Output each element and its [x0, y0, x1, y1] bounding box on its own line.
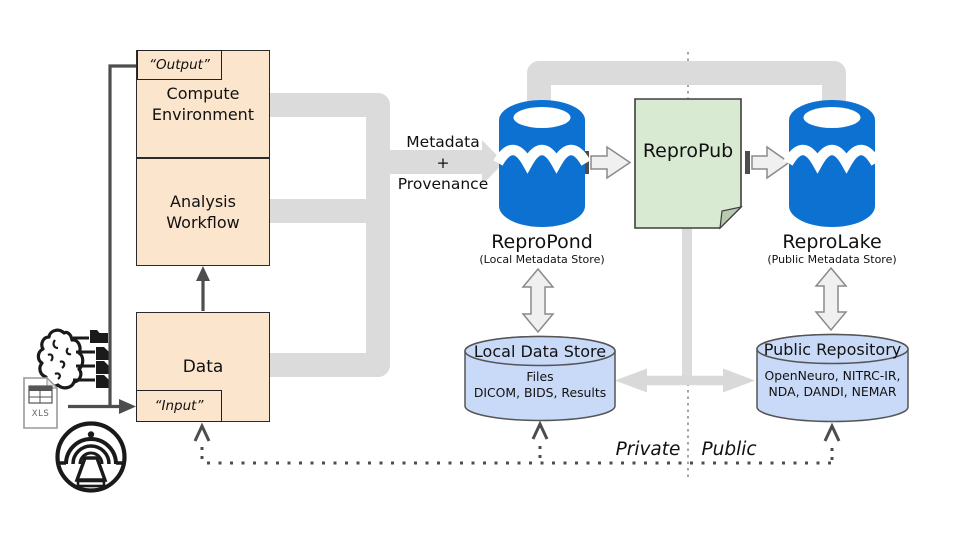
input-tag: “Input”: [136, 390, 222, 422]
pipeline-flow-band: [270, 93, 390, 377]
lake-publicrepo-sync-arrow: [814, 266, 848, 332]
local-data-store-title: Local Data Store: [473, 342, 607, 361]
local-data-store-cylinder: [464, 335, 616, 422]
pub-to-stores-arrow: [615, 220, 755, 393]
data-box-label: Data: [182, 356, 224, 377]
public-repository-content: OpenNeuro, NITRC-IR, NDA, DANDI, NEMAR: [757, 368, 908, 399]
analysis-workflow-label: Analysis Workflow: [166, 191, 240, 232]
metadata-line1: Metadata: [406, 133, 480, 151]
repropond-subtitle: (Local Metadata Store): [479, 253, 605, 266]
local-data-store-content: Files DICOM, BIDS, Results: [465, 369, 615, 400]
public-repository-title: Public Repository: [763, 340, 902, 359]
reprolake-name: ReproLake: [782, 231, 882, 253]
brain-icon: [36, 328, 85, 390]
output-tag-label: “Output”: [149, 57, 210, 73]
output-tag: “Output”: [137, 50, 222, 80]
export-files-icon: [73, 330, 109, 388]
repropub-name: ReproPub: [642, 140, 734, 162]
compute-environment-label: Compute Environment: [151, 83, 255, 124]
pond-lake-sync-band: [527, 61, 846, 110]
metadata-line3: Provenance: [397, 175, 489, 193]
metadata-line2: +: [436, 154, 450, 172]
xls-file-icon: XLS: [23, 376, 59, 429]
local-data-store-line1: Files: [526, 369, 554, 384]
private-zone-label: Private: [615, 439, 681, 460]
pub-to-lake-arrow: [745, 145, 791, 180]
meg-scanner-icon: [55, 421, 127, 493]
pond-localstore-sync-arrow: [521, 267, 555, 334]
analysis-workflow-box: Analysis Workflow: [136, 158, 270, 266]
data-to-analysis-arrow: [196, 266, 210, 311]
public-zone-label: Public: [701, 439, 757, 460]
local-data-store-line2: DICOM, BIDS, Results: [473, 384, 607, 400]
metadata-provenance-arrow: [376, 140, 504, 185]
reprolake-subtitle: (Public Metadata Store): [767, 253, 897, 266]
reprolake-label: ReproLake (Public Metadata Store): [752, 231, 912, 267]
repropond-database-icon: [493, 100, 591, 227]
metadata-provenance-label: Metadata + Provenance: [383, 132, 503, 195]
pond-to-pub-arrow: [584, 145, 632, 180]
output-to-input-line: [68, 64, 137, 414]
public-repository-cylinder: [756, 333, 909, 423]
public-repository-line1: OpenNeuro, NITRC-IR,: [764, 368, 901, 383]
reprolake-database-icon: [783, 100, 881, 227]
input-tag-label: “Input”: [154, 398, 204, 414]
repropond-label: ReproPond (Local Metadata Store): [462, 231, 622, 267]
repropond-name: ReproPond: [491, 231, 593, 253]
repropub-label: ReproPub: [635, 140, 741, 162]
boundary-dotted-line: [193, 420, 841, 465]
public-repository-line2: NDA, DANDI, NEMAR: [768, 383, 897, 399]
repropub-document-icon: [634, 98, 743, 230]
xls-file-label: XLS: [32, 409, 49, 419]
